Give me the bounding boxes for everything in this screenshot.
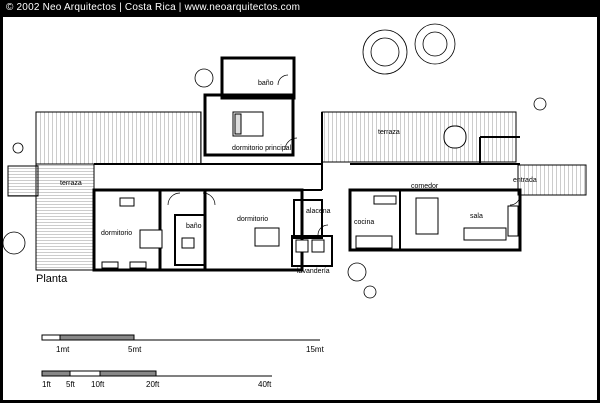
room-label-dormitorio-principal: dormitorio principal [232,145,292,152]
terrace-left-lower-deck [35,163,95,271]
room-label-dormitorio-mid: dormitorio [237,216,269,223]
scale-imperial-label-1: 1ft [42,380,51,389]
room-label-bano-top: baño [258,80,274,87]
scale-bars [41,334,320,377]
entry-steps [517,164,587,196]
room-label-lavanderia: lavandería [297,268,330,275]
terrace-left-deck [35,111,202,165]
interior-walls [94,112,520,267]
room-label-terraza-right: terraza [378,129,400,136]
door-swings [167,74,521,236]
scale-metric-label-2: 5mt [128,345,142,354]
scale-imperial-label-4: 20ft [146,380,160,389]
scale-imperial-label-2: 5ft [66,380,75,389]
room-label-alacena: alacena [306,208,331,215]
room-label-bano-mid: baño [186,223,202,230]
plan-title: Planta [36,273,68,285]
room-label-sala: sala [470,213,483,220]
scale-metric-label-1: 1mt [56,345,70,354]
room-label-dormitorio-left: dormitorio [101,230,133,237]
scale-imperial-label-5: 40ft [258,380,272,389]
room-label-entrada: entrada [513,177,537,184]
left-steps [7,165,39,197]
landscape-trees [2,23,547,299]
scale-imperial-label-3: 10ft [91,380,105,389]
room-label-comedor: comedor [411,183,439,190]
scale-metric-label-3: 15mt [306,345,324,354]
furniture [101,111,519,269]
room-label-cocina: cocina [354,219,375,226]
room-label-terraza-left: terraza [60,180,82,187]
header-credit: © 2002 Neo Arquitectos | Costa Rica | ww… [6,2,301,13]
